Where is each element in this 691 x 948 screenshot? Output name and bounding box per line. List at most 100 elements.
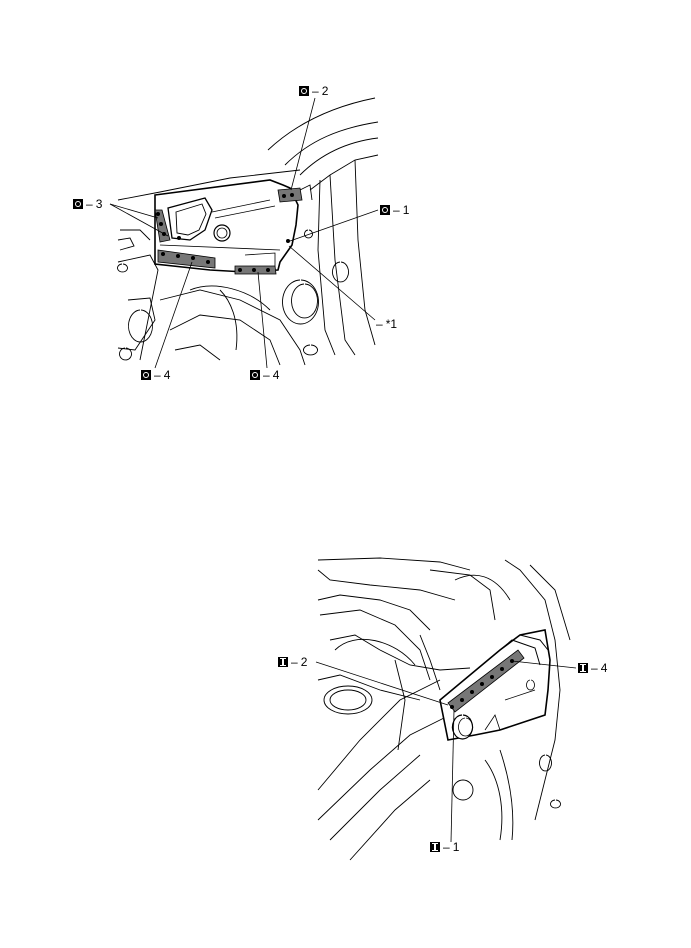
callout-dash: – [591, 661, 598, 675]
pillar-detail [299, 184, 313, 201]
callout-dash: – [376, 317, 383, 331]
reinforcement-bracket [439, 629, 551, 741]
bg-frame-line [317, 594, 431, 631]
bracket-hole [451, 714, 474, 740]
pillar-edge [354, 159, 376, 346]
floor-member [329, 754, 421, 841]
bg-frame-line [379, 649, 471, 671]
callout-dash: – [86, 197, 93, 211]
pillar-edge [329, 174, 356, 356]
callout-dash: – [263, 368, 270, 382]
bg-curve [189, 285, 271, 311]
callout-o1: – 1 [380, 203, 409, 217]
weld-symbol-icon [578, 663, 588, 673]
floor-member [317, 714, 451, 821]
weld-seam-3 [154, 209, 171, 243]
weld-seams [447, 649, 525, 713]
leader-lines [315, 660, 577, 843]
bg-curve [454, 574, 511, 601]
weld-seam-bracket [447, 649, 525, 713]
pillar-outer [267, 97, 376, 151]
weld-symbol-icon [380, 205, 390, 215]
callout-dash: – [393, 203, 400, 217]
leader-o4a [154, 261, 193, 369]
bg-frame-line [419, 634, 441, 691]
weld-symbol-icon [278, 657, 288, 667]
bg-frame-line [429, 569, 496, 621]
weld-symbol-icon [73, 199, 83, 209]
pillar-outer [284, 121, 379, 166]
callout-number: 4 [272, 368, 280, 382]
bg-hole [128, 309, 153, 343]
floor-member [349, 779, 431, 861]
bg-frame-line [317, 674, 421, 701]
leader-star1 [288, 245, 376, 321]
bg-frame-line [329, 634, 381, 651]
weld-symbol-icon [141, 370, 151, 380]
bg-frame-line [394, 659, 406, 751]
leader-o2 [290, 97, 316, 191]
bg-frame-line [117, 297, 156, 351]
bg-pillar [529, 564, 571, 641]
callout-number: *1 [385, 317, 398, 331]
bg-frame-line [317, 569, 456, 601]
leader-i2 [315, 661, 449, 706]
bg-rib [117, 237, 135, 251]
leader-o3 [109, 203, 159, 219]
bg-frame-line [319, 609, 431, 681]
pillar-hole [332, 261, 349, 283]
bg-inner-panel [159, 289, 306, 366]
callout-number: 1 [402, 203, 410, 217]
bg-hole [119, 347, 132, 361]
leader-lines [109, 97, 379, 369]
callout-star1: – *1 [376, 317, 397, 331]
weld-seam-4a [157, 249, 216, 269]
weld-symbol-icon [250, 370, 260, 380]
callout-number: 2 [321, 84, 329, 98]
callout-o4a: – 4 [141, 368, 170, 382]
bg-hole [452, 779, 474, 801]
bg-frame-line [120, 229, 151, 241]
bg-curve [219, 289, 238, 351]
bg-hole [539, 754, 552, 772]
weld-spots [156, 193, 294, 272]
pillar-hole [291, 283, 318, 319]
bg-hole [329, 689, 367, 711]
bg-pillar [504, 559, 561, 821]
weld-symbol-icon [430, 842, 440, 852]
callout-dash: – [312, 84, 319, 98]
weld-spots [450, 659, 514, 709]
callout-number: 4 [163, 368, 171, 382]
bg-curve [484, 759, 503, 841]
bottom-diagram-drawing [315, 557, 577, 861]
pillar-inner [299, 137, 379, 176]
bg-inner-panel [169, 314, 281, 366]
leader-i4 [511, 660, 577, 669]
callout-dash: – [291, 655, 298, 669]
leader-i1 [450, 709, 455, 843]
callout-i4: – 4 [578, 661, 607, 675]
callout-o2: – 2 [299, 84, 328, 98]
callout-i2: – 2 [278, 655, 307, 669]
bottom-figure: – 2 – 4 – 1 [0, 540, 691, 880]
leader-o1 [289, 209, 379, 242]
callout-number: 2 [300, 655, 308, 669]
bg-frame-line [317, 557, 471, 571]
leader-o3b [109, 203, 169, 237]
top-diagram-drawing [109, 97, 379, 369]
top-figure: – 2 – 3 – 1 – *1 – 4 – 4 [0, 0, 691, 420]
callout-dash: – [154, 368, 161, 382]
bg-curve [174, 344, 221, 361]
pillar-detail [304, 229, 313, 239]
callout-number: 4 [600, 661, 608, 675]
bg-curve [334, 638, 416, 666]
callout-number: 1 [452, 840, 460, 854]
pillar-edge [317, 179, 336, 356]
leader-o4b [257, 271, 268, 369]
callout-number: 3 [95, 197, 103, 211]
bg-frame-line [117, 169, 301, 201]
panel-cutout [167, 197, 213, 241]
bg-curve [499, 749, 514, 841]
callout-o3: – 3 [73, 197, 102, 211]
pillar-hole [282, 279, 319, 325]
